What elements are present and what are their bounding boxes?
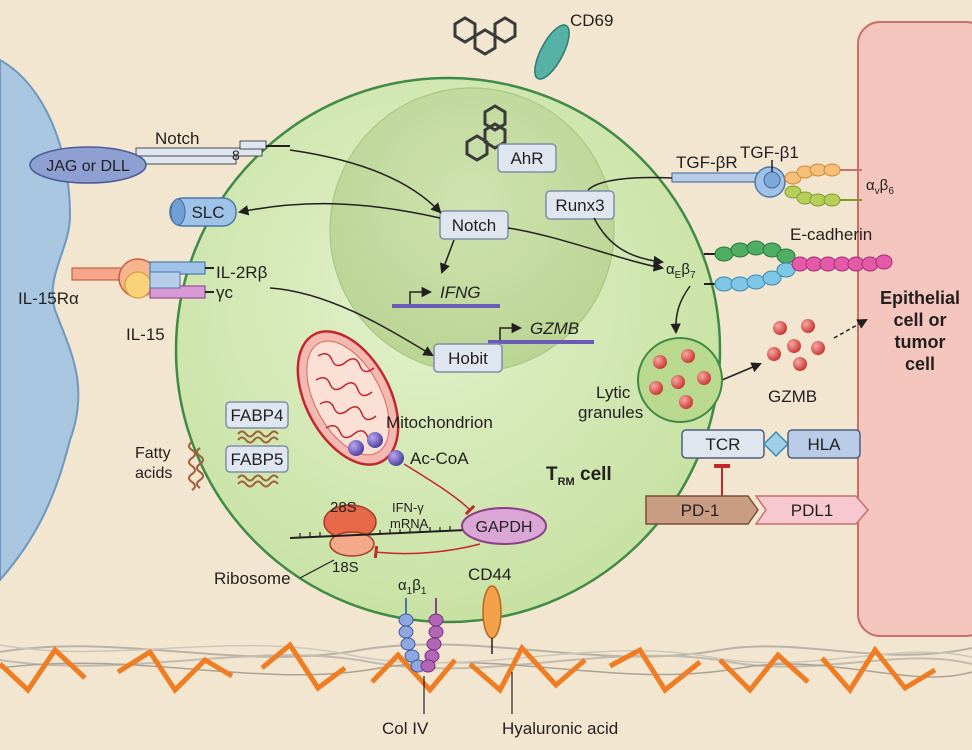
trm-cell-label: TRM cell — [546, 464, 612, 488]
18s-label: 18S — [332, 559, 359, 576]
fabp5-box: FABP5 — [225, 445, 289, 473]
fatty-acids-label-2: acids — [135, 465, 172, 482]
ae-b7-integrin — [704, 240, 796, 292]
tgf-br-label: TGF-βR — [676, 153, 738, 172]
e-cadherin — [791, 254, 893, 272]
epithelial-label-line3: tumor — [895, 332, 946, 352]
col-iv-label: Col IV — [382, 719, 429, 738]
epithelial-label-line2: cell or — [893, 310, 946, 330]
hla-molecule: HLA — [787, 429, 861, 459]
pdl1-ligand: PDL1 — [754, 495, 869, 525]
runx3-box: Runx3 — [545, 190, 615, 220]
il2rb-label: IL-2Rβ — [216, 263, 268, 282]
cd44-label: CD44 — [468, 565, 511, 584]
ifng-gene: IFNG — [392, 283, 500, 308]
ahr-box: AhR — [497, 143, 557, 173]
hyaluronic-acid-label: Hyaluronic acid — [502, 719, 618, 738]
collagen-fibers — [0, 641, 937, 695]
notch-receptor: 8 — [135, 140, 290, 165]
tcr-receptor: TCR — [681, 429, 765, 459]
jag-dll-label: JAG or DLL — [46, 158, 130, 175]
accoa-gapdh-inhibition — [403, 463, 476, 516]
runx3-label: Runx3 — [555, 196, 604, 215]
lytic-label-2: granules — [578, 403, 643, 422]
gapdh-enzyme: GAPDH — [461, 507, 547, 545]
fatty-acids-label-1: Fatty — [135, 445, 171, 462]
pd1-label: PD-1 — [681, 501, 720, 520]
fabp5-label: FABP5 — [231, 450, 284, 469]
cd69-label: CD69 — [570, 11, 613, 30]
ac-coa-label: Ac-CoA — [410, 449, 469, 468]
fabp4-label: FABP4 — [231, 406, 284, 425]
jag-dll-ligand: JAG or DLL — [29, 146, 147, 184]
ac-coa-molecule — [388, 450, 404, 466]
gzmb-granules-label: GZMB — [768, 387, 817, 406]
lytic-label-1: Lytic — [596, 383, 631, 402]
a1b1-label: α1β1 — [398, 577, 427, 597]
ifn-mrna-label-2: mRNA — [390, 516, 429, 531]
notch-box-label: Notch — [452, 216, 496, 235]
gzmb-secreted-granules — [767, 319, 825, 371]
ifng-label: IFNG — [440, 283, 481, 302]
av-b6-integrin — [784, 163, 862, 207]
hla-label: HLA — [807, 435, 841, 454]
ribosome — [323, 504, 377, 557]
ifn-mrna-label-1: IFN-γ — [392, 500, 424, 515]
cd69-molecule — [534, 24, 570, 80]
cd44-molecule — [482, 585, 513, 714]
gzmb-gene: GZMB — [488, 319, 594, 344]
il15-label: IL-15 — [126, 325, 165, 344]
ribosome-label: Ribosome — [214, 569, 291, 588]
epithelial-label-line1: Epithelial — [880, 288, 960, 308]
tgf-beta-receptor — [671, 160, 786, 198]
28s-label: 28S — [330, 499, 357, 516]
fatty-acid-chains — [188, 430, 279, 491]
mitochondrion — [296, 330, 400, 466]
tgf-b1-label: TGF-β1 — [740, 143, 799, 162]
slc-transporter: SLC — [169, 197, 237, 227]
aeb7-label: αEβ7 — [666, 261, 696, 281]
notch-receptor-label: Notch — [155, 129, 199, 148]
gapdh-mrna-inhibition — [373, 543, 481, 559]
gapdh-label: GAPDH — [476, 519, 533, 536]
hobit-box: Hobit — [433, 343, 503, 373]
avb6-label: αvβ6 — [866, 177, 894, 197]
slc-label: SLC — [191, 203, 224, 222]
ifn-g-mrna — [289, 526, 467, 539]
il15-receptor-complex — [71, 258, 214, 299]
ribosome-leader — [299, 559, 335, 579]
ahr-label: AhR — [510, 149, 543, 168]
hobit-label: Hobit — [448, 349, 488, 368]
e-cadherin-label: E-cadherin — [790, 225, 872, 244]
notch-s-mark: 8 — [232, 147, 240, 163]
fabp4-box: FABP4 — [225, 401, 289, 429]
epithelial-cell — [857, 21, 972, 637]
lytic-granules — [637, 337, 723, 423]
a1-b1-integrin — [398, 598, 444, 714]
gzmb-gene-label: GZMB — [530, 319, 579, 338]
ahr-ligand-icon — [453, 16, 517, 56]
pdl1-label: PDL1 — [791, 501, 834, 520]
signal-arrows — [237, 149, 868, 381]
left-cell — [0, 58, 80, 582]
epithelial-label-line4: cell — [905, 354, 935, 374]
gamma-c-label: γc — [216, 283, 234, 302]
pd1-receptor: PD-1 — [645, 495, 759, 525]
ahr-ligand-icon-2 — [465, 104, 507, 162]
il15ra-label: IL-15Rα — [18, 289, 79, 308]
mitochondrion-label: Mitochondrion — [386, 413, 493, 432]
tcr-label: TCR — [706, 435, 741, 454]
notch-box: Notch — [439, 210, 509, 240]
